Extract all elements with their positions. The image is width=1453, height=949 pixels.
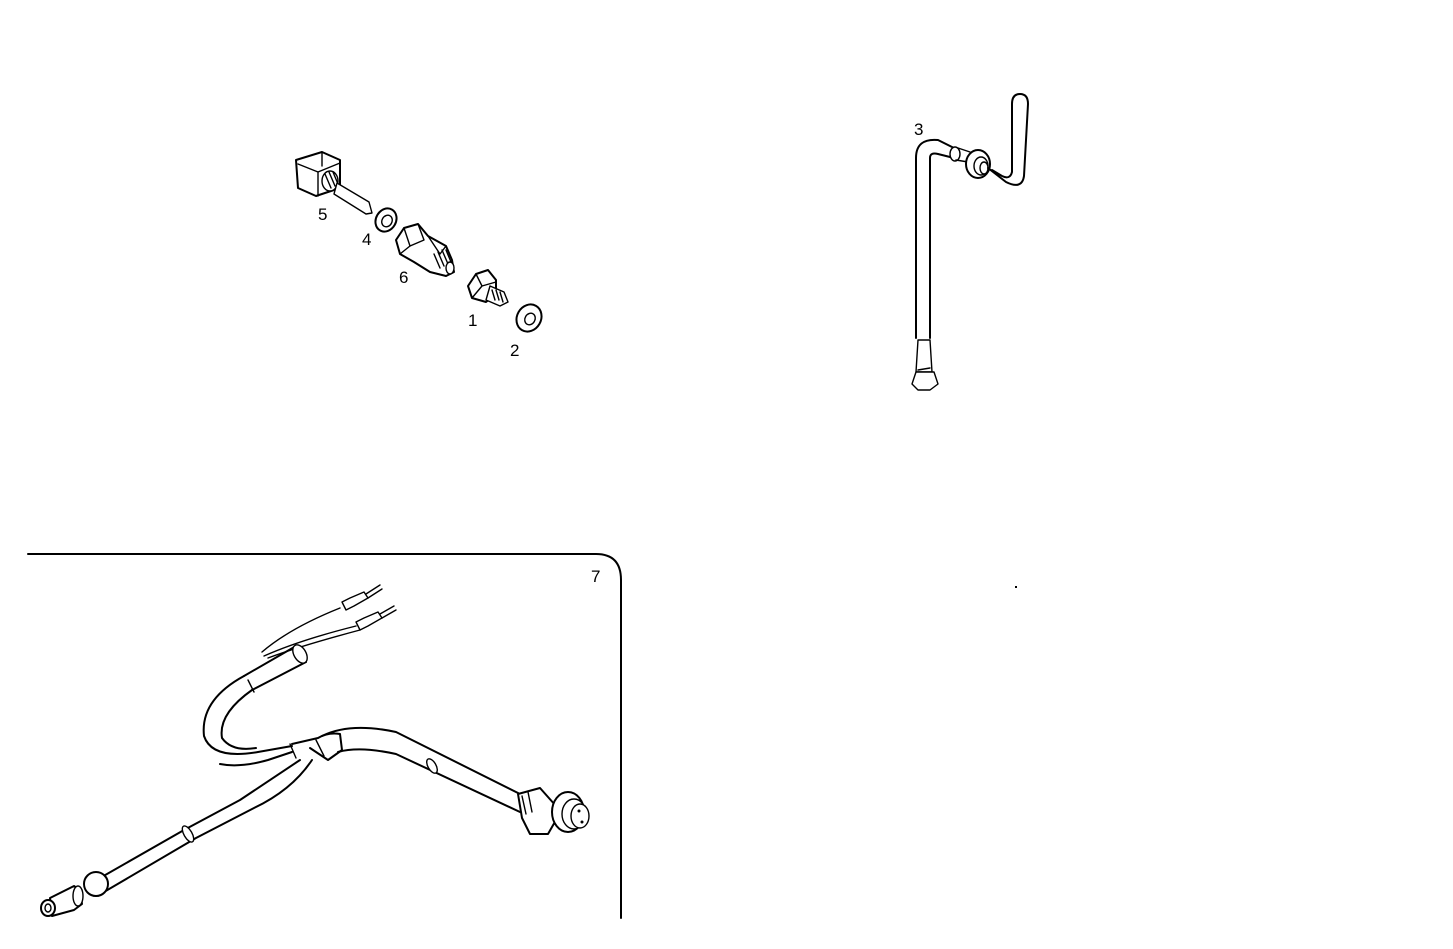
part-6-union [395,223,455,277]
callout-1: 1 [468,311,478,330]
callout-6: 6 [399,268,409,287]
scan-speck [1015,586,1017,588]
part-5-sensor [295,151,373,215]
callout-5: 5 [318,205,328,224]
inset-frame [27,553,622,919]
part-1-hex-plug [467,269,509,307]
part-4-ring [374,207,398,233]
callout-2: 2 [510,341,520,360]
part-2-washer [515,303,543,333]
part-7-wiring-harness [40,584,590,917]
part-3-bent-tube [911,93,1029,391]
callout-4: 4 [362,230,372,249]
callout-3: 3 [914,120,924,139]
callout-7: 7 [591,567,601,586]
